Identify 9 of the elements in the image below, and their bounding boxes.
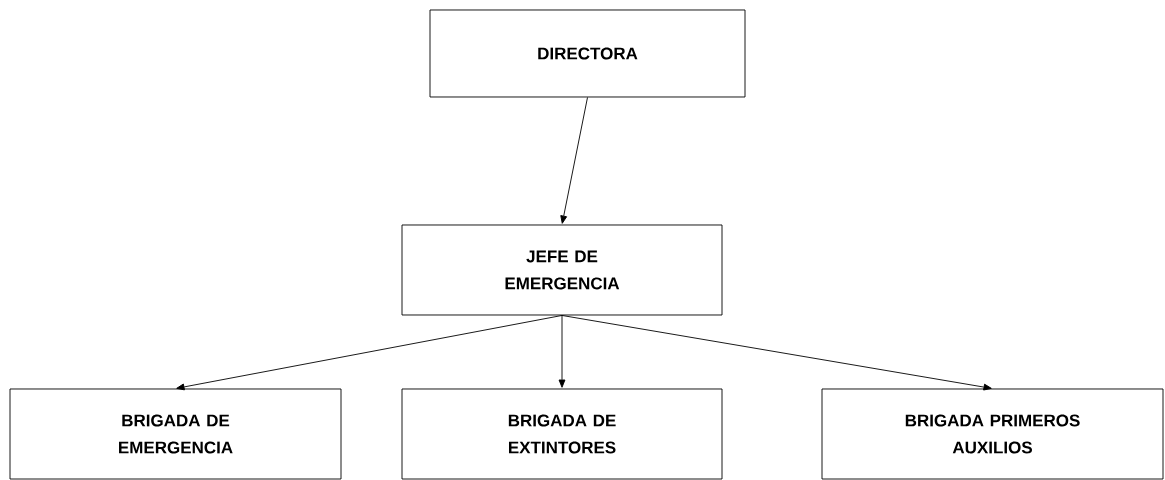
org-box: DIRECTORA: [429, 9, 746, 98]
arrow: [561, 315, 992, 391]
org-box: BRIGADA DE EXTINTORES: [401, 388, 723, 480]
arrow: [176, 315, 563, 391]
org-box: BRIGADA PRIMEROS AUXILIOS: [821, 388, 1164, 480]
arrow: [558, 315, 566, 388]
arrow: [560, 97, 588, 224]
org-box: JEFE DE EMERGENCIA: [401, 224, 723, 316]
org-box: BRIGADA DE EMERGENCIA: [9, 388, 342, 480]
